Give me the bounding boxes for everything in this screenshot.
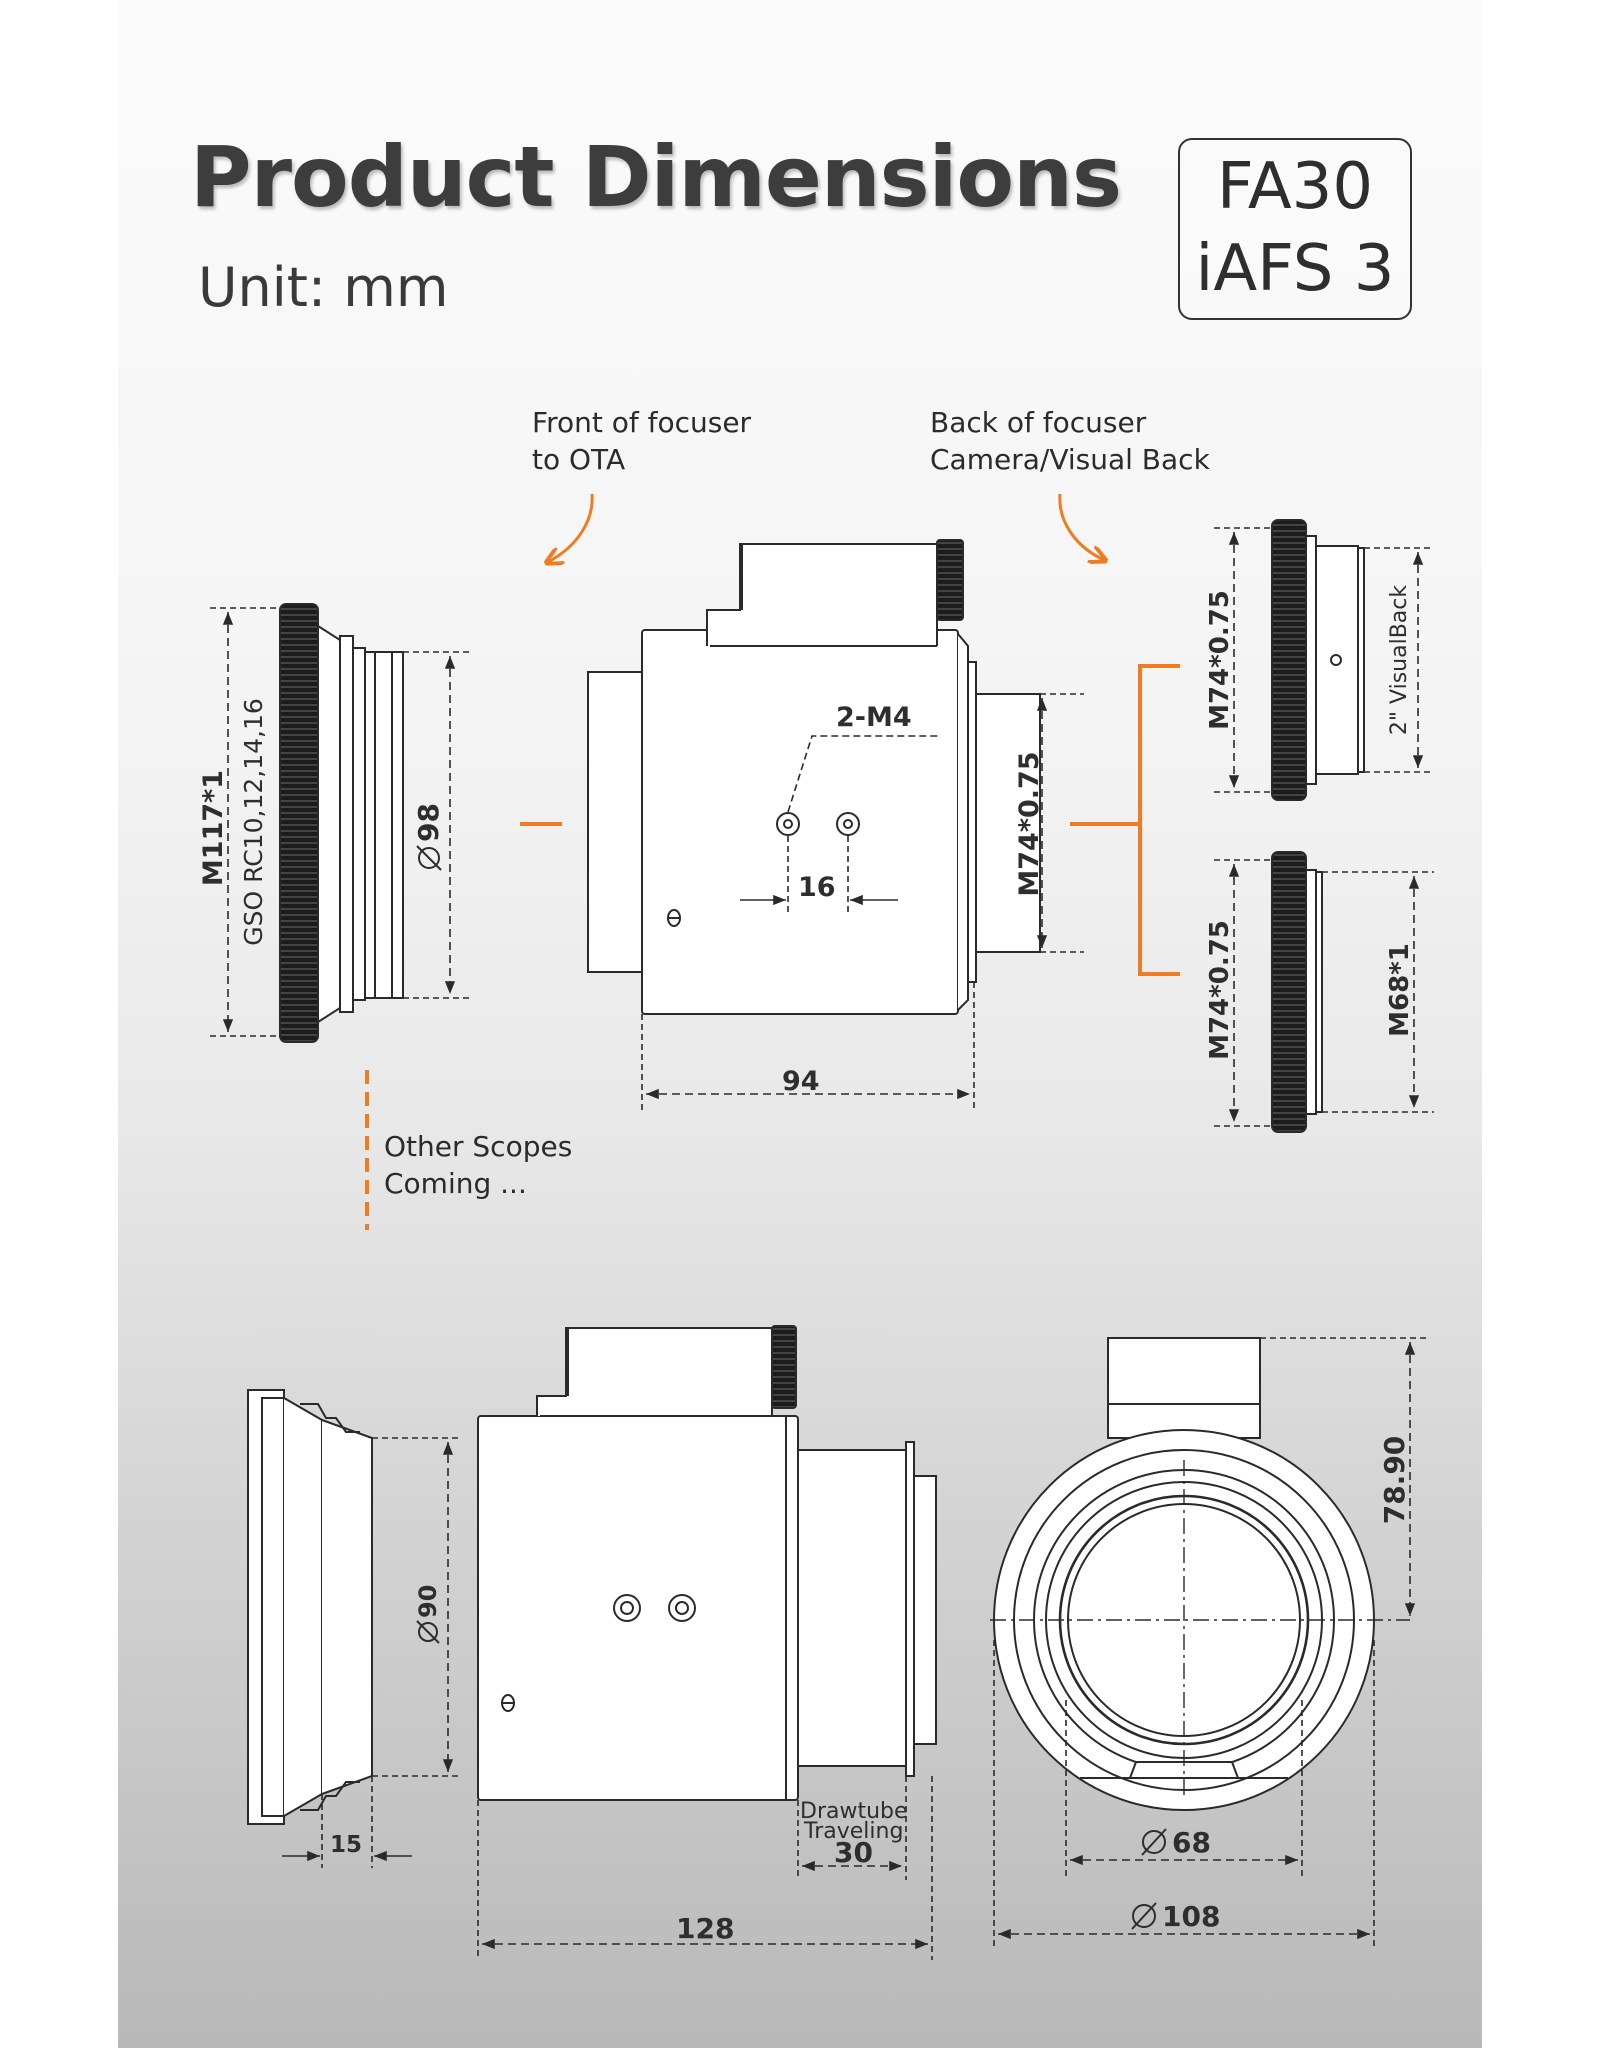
front-adapter-barrel [364,651,404,999]
page-title: Product Dimensions [190,128,1122,226]
side-knob [771,1325,797,1409]
visualback-thread-label: M74*0.75 [1205,590,1235,730]
end-view-centerlines [990,1460,1410,1800]
side-adapter-taper [283,1397,323,1817]
end-inner-diameter-label: 68 [1172,1826,1211,1859]
side-rear-ring [913,1475,937,1745]
hole-spacing-label: 16 [798,872,836,903]
model-badge-line1: FA30 [1216,150,1374,224]
total-length-label: 128 [676,1912,734,1945]
other-note-line2: Coming ... [384,1167,527,1200]
side-view-adapter [247,1389,373,1825]
front-note-line1: Front of focuser [532,406,752,439]
body-housing [641,629,959,1015]
end-height-label: 78.90 [1378,1436,1411,1525]
model-badge-line2: iAFS 3 [1195,232,1395,306]
body-knob [936,539,964,621]
visualback-knurled-ring [1271,519,1307,801]
body-rear-tube [975,693,1041,953]
back-adapter-visualback-view [1271,519,1365,801]
end-view [993,1337,1375,1811]
focuser-body-view [587,539,1041,1015]
front-adapter-knurled-ring [279,603,319,1043]
drawtube-line1-label: Drawtube [800,1799,908,1824]
holes-label: 2-M4 [836,702,912,733]
side-view-dims [282,1437,933,1960]
drawtube-line2-label: Traveling [803,1819,903,1844]
body-rear-flange [967,661,977,983]
front-adapter-taper [317,624,341,1024]
front-arrow-icon [548,493,594,562]
front-adapter-step2 [352,647,366,1001]
m68-knurled-ring [1271,851,1307,1133]
front-thread-label: M117*1 [198,770,229,886]
side-diameter-dim: 90 [414,1585,442,1644]
front-adapter-view [279,603,404,1043]
visualback-size-label: 2" VisualBack [1387,585,1412,735]
side-diameter-label: 90 [414,1585,442,1618]
body-rear-bevel [957,633,969,1011]
focuser-body-dims [641,693,1084,1112]
back-options-bracket [1070,664,1180,976]
side-view-body [477,1325,937,1801]
body-length-label: 94 [782,1066,820,1097]
front-compat-label: GSO RC10,12,14,16 [239,698,268,946]
model-badge: FA30 iAFS 3 [1178,138,1412,320]
end-outer-diameter-dim: 108 [1131,1900,1220,1933]
end-view-dims [993,1337,1428,1950]
back-adapter-m68-dims [1214,859,1434,1127]
front-of-focuser-note: Front of focuser to OTA [532,404,751,478]
front-diameter-label: 98 [412,803,445,842]
end-inner-diameter-dim: 68 [1141,1826,1211,1859]
back-adapter-visualback-dims [1214,527,1434,793]
front-adapter-step [339,635,354,1013]
m68-inner-thread-label: M68*1 [1385,943,1415,1037]
back-adapter-m68-view [1271,851,1323,1133]
back-of-focuser-note: Back of focuser Camera/Visual Back [930,404,1210,478]
back-note-line2: Camera/Visual Back [930,443,1210,476]
back-note-line1: Back of focuser [930,406,1147,439]
body-front-tube [587,671,643,973]
front-diameter-dim: 98 [412,803,445,871]
body-thread-label: M74*0.75 [1014,751,1045,896]
side-drawtube [797,1449,907,1767]
side-motor-housing [536,1327,773,1416]
back-arrow-icon [1058,493,1104,560]
unit-label: Unit: mm [198,256,449,319]
drawtube-travel-label: 30 [834,1836,873,1869]
side-length-label: 15 [330,1832,362,1858]
other-note-line1: Other Scopes [384,1130,573,1163]
end-outer-diameter-label: 108 [1162,1900,1220,1933]
front-note-line2: to OTA [532,443,626,476]
front-adapter-dims [210,607,472,1037]
m68-outer-thread-label: M74*0.75 [1205,920,1235,1060]
other-scopes-note: Other Scopes Coming ... [384,1128,572,1202]
